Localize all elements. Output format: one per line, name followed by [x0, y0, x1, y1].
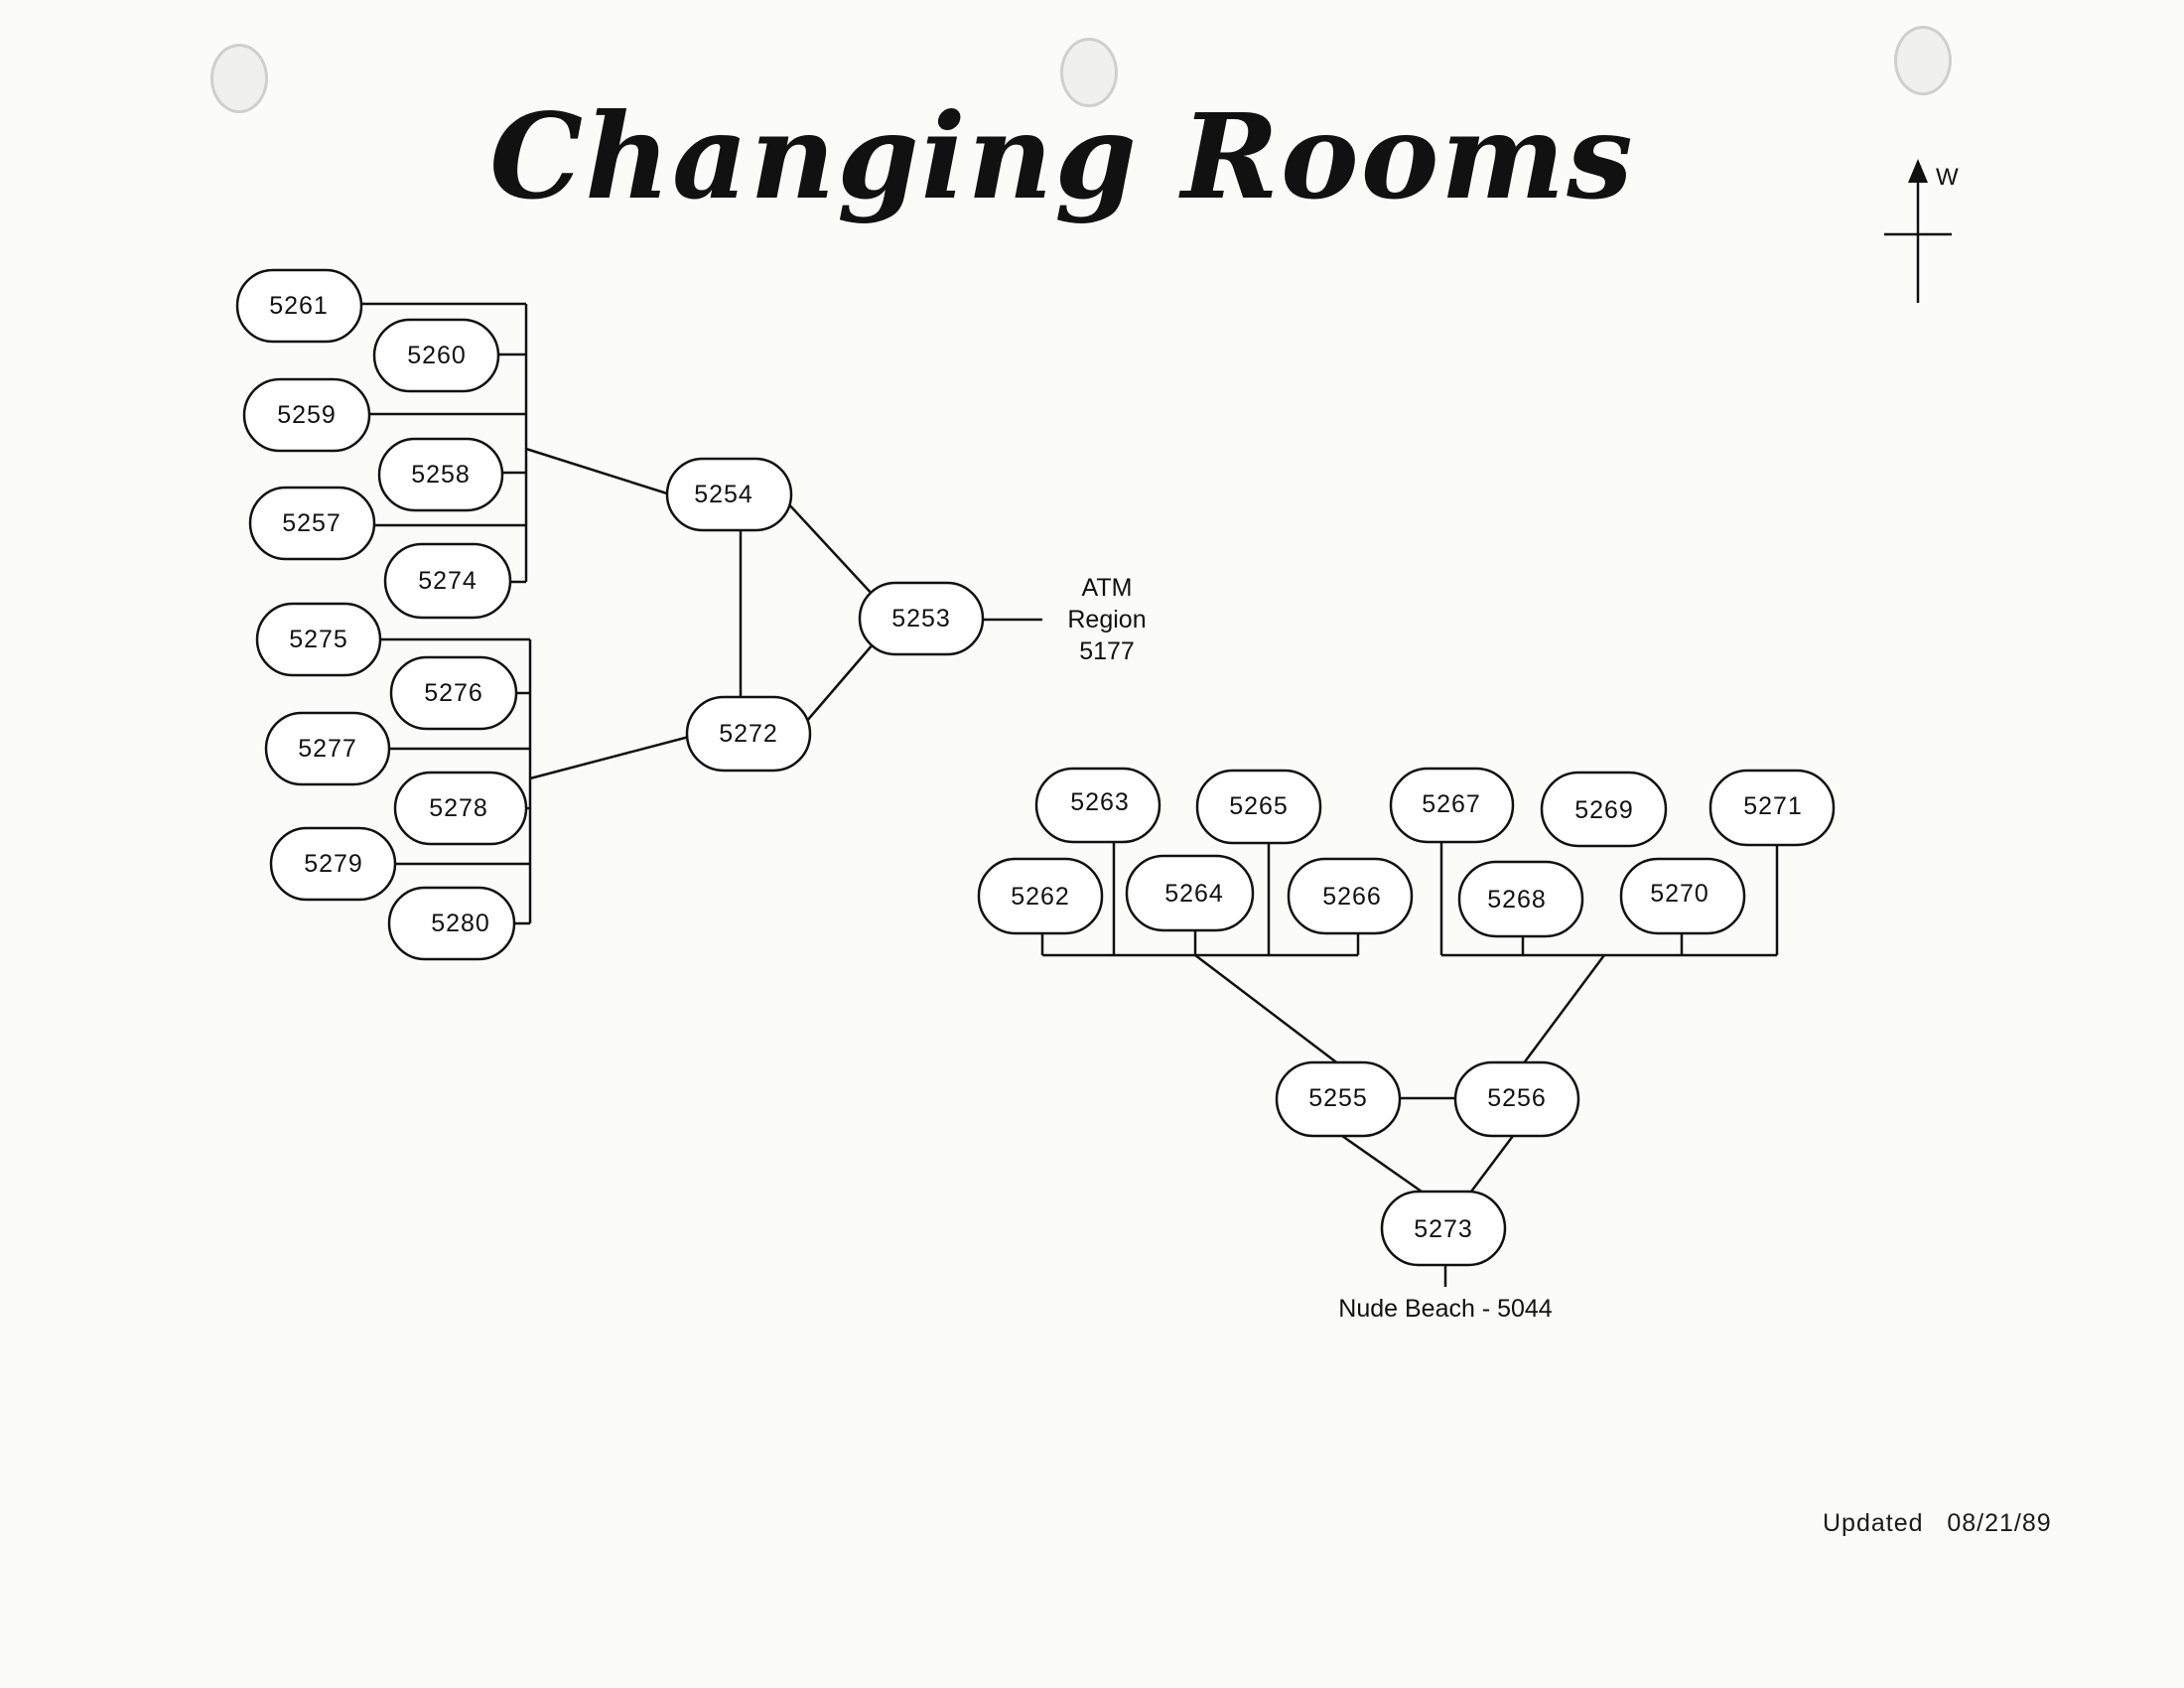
room-label: 5254 [694, 481, 753, 508]
connector-group-upper [361, 302, 668, 584]
punch-hole-left [210, 44, 268, 113]
room-label: 5272 [719, 720, 778, 748]
room-label: 5278 [429, 794, 488, 822]
exit-atm-line1: ATM [1082, 574, 1133, 602]
room-label: 5275 [289, 626, 348, 653]
compass-icon: W [1884, 159, 1959, 303]
room-label: 5271 [1743, 792, 1803, 820]
compass-label: W [1936, 164, 1959, 191]
page-title: Changing Rooms [489, 87, 1635, 225]
room-label: 5276 [424, 679, 483, 707]
room-node-5261[interactable]: 5261 [235, 268, 363, 344]
connector-triangle [739, 500, 1042, 723]
room-label: 5266 [1322, 883, 1382, 911]
updated-date: Updated 08/21/89 [1823, 1509, 2052, 1537]
room-node-5274[interactable]: 5274 [383, 542, 512, 620]
exit-atm-line3: 5177 [1079, 637, 1135, 665]
room-node-5263[interactable]: 5263 [1034, 767, 1161, 844]
room-label: 5263 [1070, 788, 1130, 816]
room-node-5264[interactable]: 5264 [1125, 854, 1255, 932]
room-label: 5269 [1574, 796, 1634, 824]
room-node-5276[interactable]: 5276 [389, 655, 518, 731]
room-node-5275[interactable]: 5275 [255, 602, 382, 677]
room-node-5273[interactable]: 5273 [1380, 1190, 1507, 1267]
punch-hole-center [1060, 38, 1118, 107]
room-label: 5258 [411, 461, 471, 489]
exit-nude-beach[interactable]: Nude Beach - 5044 [1338, 1295, 1553, 1323]
room-label: 5273 [1414, 1215, 1473, 1243]
room-label: 5256 [1487, 1084, 1547, 1112]
room-node-5280[interactable]: 5280 [387, 886, 516, 961]
room-node-5278[interactable]: 5278 [393, 771, 528, 846]
room-node-5266[interactable]: 5266 [1287, 857, 1414, 935]
room-node-5268[interactable]: 5268 [1457, 860, 1584, 938]
room-node-5269[interactable]: 5269 [1540, 771, 1668, 848]
room-label: 5280 [431, 910, 490, 937]
room-label: 5264 [1164, 880, 1224, 908]
room-node-5257[interactable]: 5257 [248, 486, 376, 561]
room-node-5260[interactable]: 5260 [372, 318, 500, 393]
room-label: 5255 [1308, 1084, 1368, 1112]
room-label: 5262 [1011, 883, 1070, 911]
room-label: 5268 [1487, 886, 1547, 914]
room-label: 5261 [269, 292, 329, 320]
exit-atm-line2: Region [1067, 606, 1146, 633]
room-label: 5260 [407, 342, 467, 369]
room-label: 5279 [304, 850, 363, 878]
room-node-5271[interactable]: 5271 [1708, 769, 1836, 847]
room-label: 5257 [282, 509, 341, 537]
room-node-5258[interactable]: 5258 [377, 437, 504, 512]
room-label: 5265 [1229, 792, 1289, 820]
room-label: 5253 [891, 605, 951, 633]
room-node-5256[interactable]: 5256 [1453, 1060, 1580, 1138]
room-label: 5267 [1422, 790, 1481, 818]
connector-group-lower [380, 637, 690, 925]
room-node-5270[interactable]: 5270 [1619, 857, 1746, 935]
room-node-5265[interactable]: 5265 [1195, 769, 1322, 845]
punch-hole-right [1894, 26, 1952, 95]
room-node-5267[interactable]: 5267 [1389, 767, 1515, 844]
room-node-5277[interactable]: 5277 [264, 711, 391, 786]
room-node-5279[interactable]: 5279 [269, 826, 397, 902]
room-label: 5274 [418, 567, 478, 595]
room-node-5255[interactable]: 5255 [1275, 1060, 1402, 1138]
room-node-5272[interactable]: 5272 [685, 695, 812, 773]
room-node-5259[interactable]: 5259 [242, 377, 371, 453]
connector-tree-right [1040, 842, 1779, 1287]
exit-atm-region[interactable]: ATM Region 5177 [1067, 574, 1146, 665]
room-node-5253[interactable]: 5253 [858, 581, 985, 656]
room-label: 5259 [277, 401, 337, 429]
room-node-5254[interactable]: 5254 [665, 457, 793, 532]
room-node-5262[interactable]: 5262 [977, 857, 1104, 935]
room-label: 5270 [1650, 880, 1709, 908]
room-label: 5277 [298, 735, 357, 763]
